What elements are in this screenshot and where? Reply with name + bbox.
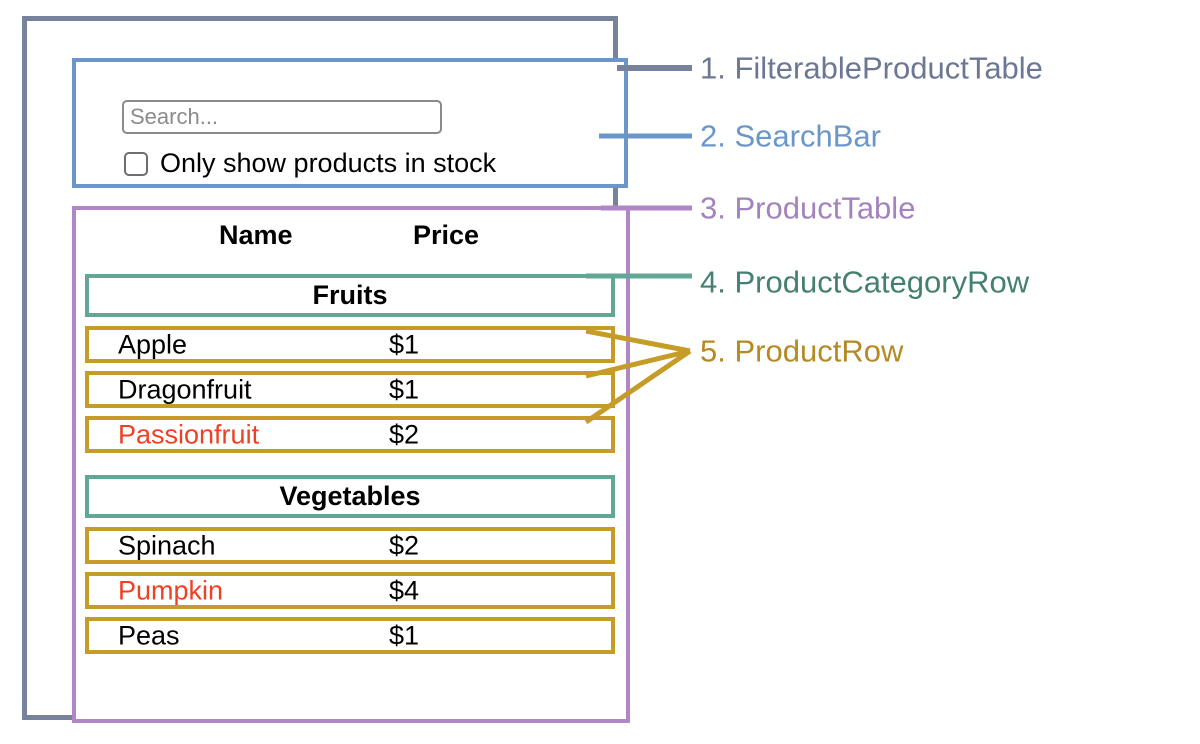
- legend-name: ProductRow: [734, 333, 904, 369]
- legend-item-search-bar: 2. SearchBar: [700, 121, 881, 152]
- product-row-name: Passionfruit: [118, 419, 260, 449]
- legend-item-product-category-row: 4. ProductCategoryRow: [700, 267, 1029, 298]
- product-row-name: Spinach: [118, 530, 216, 560]
- checkbox-icon[interactable]: [124, 151, 148, 176]
- filterable-product-table-boundary: Only show products in stock Name Price F…: [22, 16, 630, 723]
- product-row-name: Peas: [118, 620, 180, 650]
- product-row: Passionfruit $2: [85, 416, 615, 453]
- product-row-price: $1: [389, 374, 420, 404]
- product-row-price: $4: [389, 575, 420, 605]
- search-input[interactable]: [122, 100, 442, 134]
- search-bar-boundary: Only show products in stock: [72, 58, 628, 188]
- product-category-row-label: Fruits: [312, 280, 388, 310]
- legend-name: SearchBar: [734, 118, 881, 154]
- product-row-price: $1: [389, 620, 420, 650]
- product-row-name: Dragonfruit: [118, 374, 252, 404]
- product-row-name: Pumpkin: [118, 575, 224, 605]
- group-spacer: [85, 461, 615, 475]
- in-stock-filter-row[interactable]: Only show products in stock: [124, 150, 496, 177]
- legend-name: ProductCategoryRow: [734, 264, 1030, 300]
- product-row: Pumpkin $4: [85, 572, 615, 609]
- column-header-name: Name: [219, 220, 293, 250]
- legend-number: 1.: [700, 50, 726, 86]
- product-category-row: Fruits: [85, 274, 615, 317]
- product-row: Apple $1: [85, 326, 615, 363]
- legend-name: FilterableProductTable: [734, 50, 1043, 86]
- product-category-row: Vegetables: [85, 475, 615, 518]
- column-header-price: Price: [413, 220, 480, 250]
- product-table-body: Fruits Apple $1 Dragonfruit $1 Passionfr…: [85, 274, 615, 662]
- legend-number: 5.: [700, 333, 726, 369]
- product-category-row-label: Vegetables: [279, 481, 421, 511]
- product-row-price: $2: [389, 530, 420, 560]
- legend-item-product-row: 5. ProductRow: [700, 336, 903, 367]
- in-stock-filter-label: Only show products in stock: [160, 148, 497, 178]
- product-table-boundary: Name Price Fruits Apple $1 Dragonfruit $…: [72, 206, 630, 723]
- product-row: Peas $1: [85, 617, 615, 654]
- product-row-price: $1: [389, 329, 420, 359]
- product-table-header: Name Price: [85, 216, 615, 258]
- product-row: Spinach $2: [85, 527, 615, 564]
- legend-number: 4.: [700, 264, 726, 300]
- legend-number: 3.: [700, 190, 726, 226]
- product-row-price: $2: [389, 419, 420, 449]
- legend-item-filterable-product-table: 1. FilterableProductTable: [700, 53, 1043, 84]
- legend-number: 2.: [700, 118, 726, 154]
- product-row-name: Apple: [118, 329, 188, 359]
- legend-item-product-table: 3. ProductTable: [700, 193, 915, 224]
- product-row: Dragonfruit $1: [85, 371, 615, 408]
- legend-name: ProductTable: [734, 190, 916, 226]
